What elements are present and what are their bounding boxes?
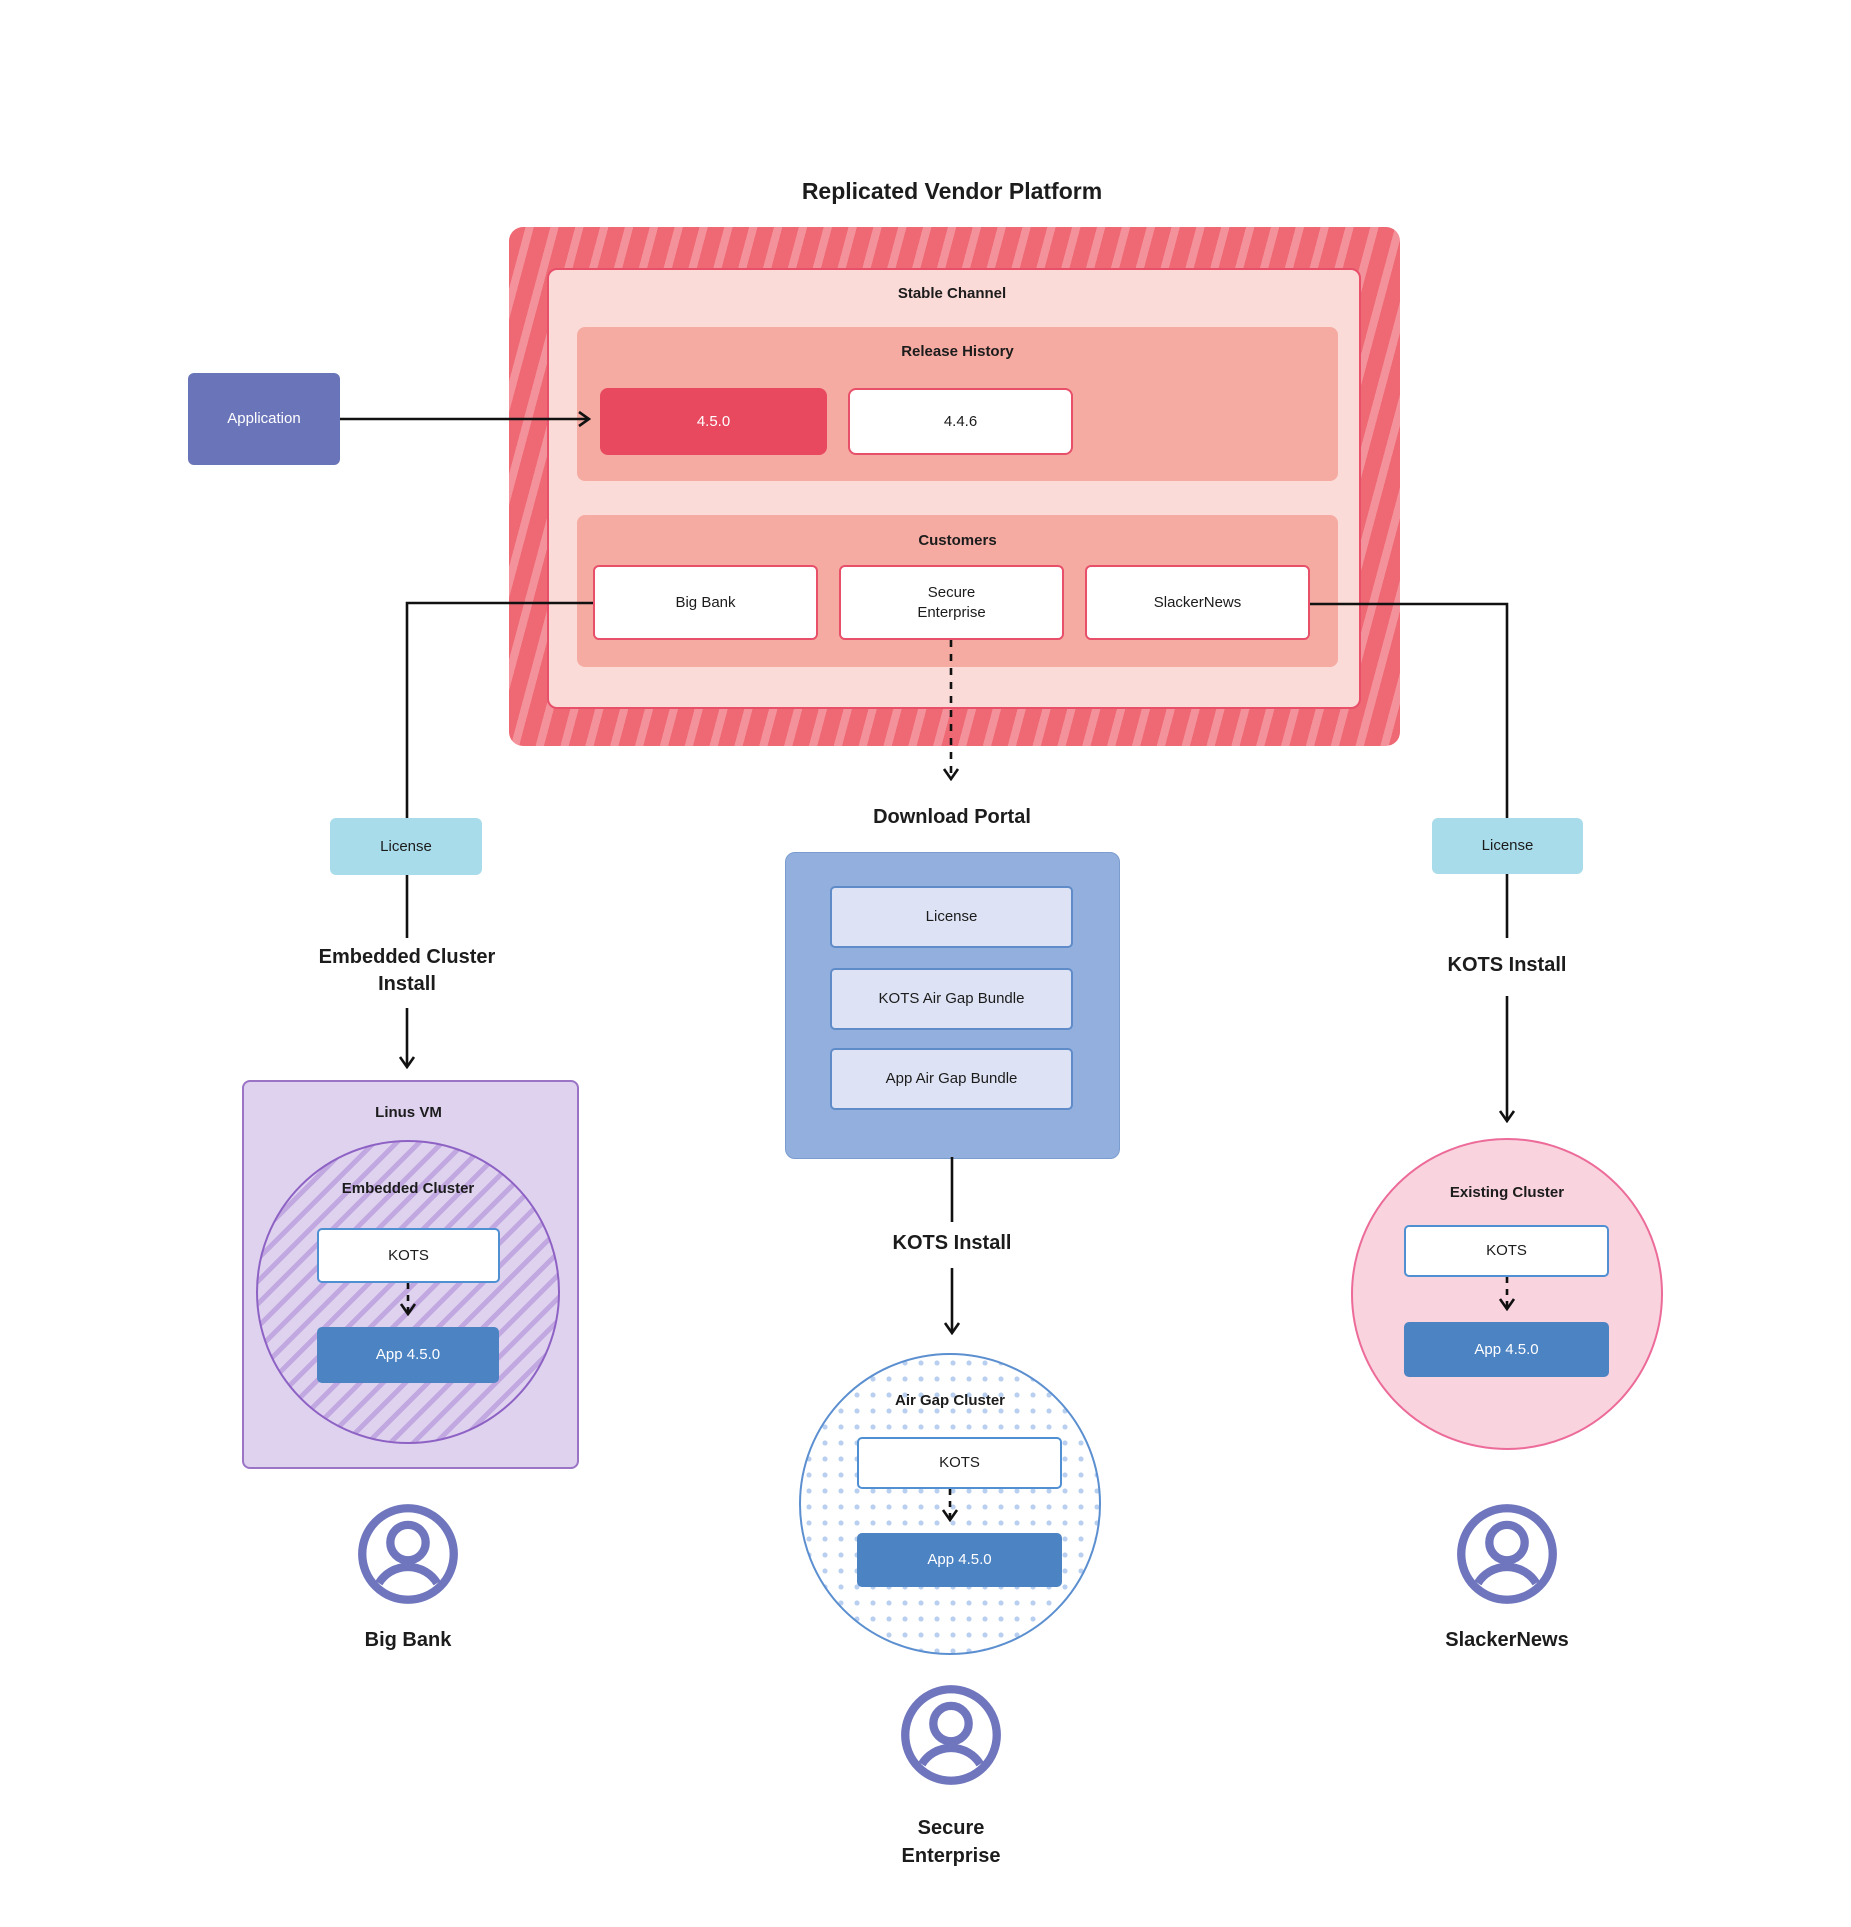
user-label-slackernews: SlackerNews <box>1445 1629 1569 1651</box>
linus-vm-label: Linus VM <box>375 1104 442 1121</box>
customer-big-bank-label: Big Bank <box>675 593 736 611</box>
release-4-4-6: 4.4.6 <box>848 388 1073 455</box>
kots-box-left: KOTS <box>317 1228 500 1283</box>
existing-cluster-label: Existing Cluster <box>1449 1184 1565 1201</box>
kots-install-label-middle: KOTS Install <box>892 1232 1012 1254</box>
person-icon <box>356 1502 460 1606</box>
app-box-left: App 4.5.0 <box>317 1327 499 1383</box>
customer-big-bank: Big Bank <box>593 565 818 640</box>
page-title: Replicated Vendor Platform <box>801 178 1103 204</box>
person-icon <box>899 1683 1003 1787</box>
application-box: Application <box>188 373 340 465</box>
user-label-secure-enterprise: Secure Enterprise <box>901 1817 1001 1867</box>
kots-install-label-right: KOTS Install <box>1447 954 1567 976</box>
customer-secure-enterprise: Secure Enterprise <box>839 565 1064 640</box>
customer-secure-enterprise-label: Secure Enterprise <box>917 583 986 621</box>
kots-box-middle: KOTS <box>857 1437 1062 1489</box>
embedded-cluster-install-label: Embedded Cluster Install <box>318 946 496 995</box>
air-gap-cluster-label: Air Gap Cluster <box>894 1392 1006 1409</box>
license-box-right: License <box>1432 818 1583 874</box>
download-portal-label: Download Portal <box>873 806 1031 828</box>
kots-box-right: KOTS <box>1404 1225 1609 1277</box>
stable-channel-label: Stable Channel <box>897 285 1007 302</box>
embedded-cluster-label: Embedded Cluster <box>341 1180 475 1197</box>
portal-item-kots-airgap-bundle: KOTS Air Gap Bundle <box>830 968 1073 1030</box>
release-4-5-0: 4.5.0 <box>600 388 827 455</box>
customer-slackernews: SlackerNews <box>1085 565 1310 640</box>
app-box-middle: App 4.5.0 <box>857 1533 1062 1587</box>
app-box-right: App 4.5.0 <box>1404 1322 1609 1377</box>
person-icon <box>1455 1502 1559 1606</box>
customer-slackernews-label: SlackerNews <box>1153 593 1242 611</box>
portal-item-license: License <box>830 886 1073 948</box>
portal-item-app-airgap-bundle: App Air Gap Bundle <box>830 1048 1073 1110</box>
user-label-big-bank: Big Bank <box>364 1629 452 1651</box>
customers-label: Customers <box>918 532 997 549</box>
license-box-left: License <box>330 818 482 875</box>
release-history-label: Release History <box>901 343 1014 360</box>
